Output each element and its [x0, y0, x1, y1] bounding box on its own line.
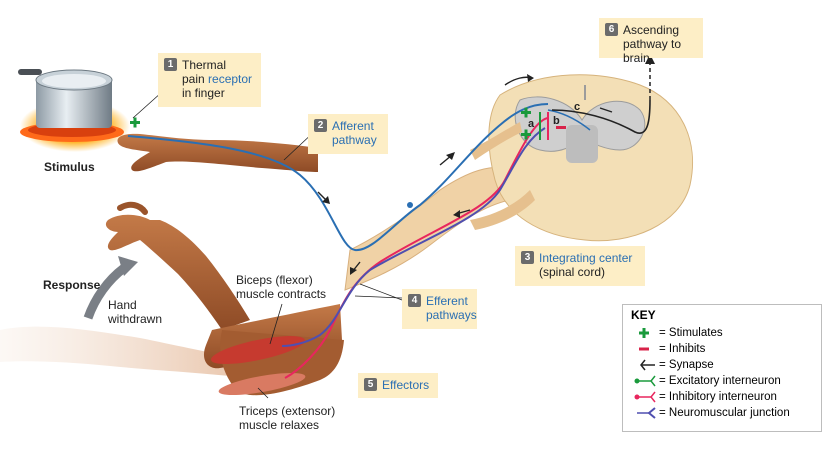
key-legend: KEY = Stimulates = Inhibits = Synapse = …	[622, 304, 822, 432]
pot-icon	[18, 69, 113, 128]
triceps-label: Triceps (extensor) muscle relaxes	[239, 404, 335, 432]
step-1-line1: Thermal	[182, 58, 227, 72]
triceps-line2: muscle relaxes	[239, 418, 320, 432]
key-row-synapse: = Synapse	[633, 357, 714, 373]
step-2-afferent-box: 2 Afferent pathway	[308, 114, 388, 154]
key-label-excitatory: = Excitatory interneuron	[659, 375, 781, 388]
response-arrow-icon	[83, 264, 127, 320]
afferent-pathway-line	[127, 103, 549, 252]
minus-icon	[639, 347, 649, 351]
step-3-line1: Integrating center	[539, 251, 633, 265]
hand-withdrawn-label: Hand withdrawn	[108, 298, 163, 326]
excitatory-interneuron-icon	[634, 375, 656, 387]
biceps-line1: Biceps (flexor)	[236, 273, 313, 287]
inhibitory-interneuron-icon	[634, 391, 656, 403]
step-5-line1: Effectors	[382, 378, 430, 392]
key-label-stimulates: = Stimulates	[659, 327, 723, 340]
touching-arm-shape	[117, 133, 318, 172]
step-number-badge: 1	[164, 58, 177, 71]
plus-icon	[639, 328, 649, 338]
key-row-neuromuscular: = Neuromuscular junction	[633, 405, 790, 421]
step-number-badge: 5	[364, 378, 377, 391]
stimulus-label: Stimulus	[44, 160, 95, 174]
neuromuscular-junction-icon	[637, 407, 656, 419]
key-row-inhibits: = Inhibits	[633, 341, 705, 357]
synapse-icon	[640, 359, 655, 371]
step-3-integrating-center-box: 3 Integrating center (spinal cord)	[515, 246, 645, 286]
step-number-badge: 4	[408, 294, 421, 307]
direction-arrows	[317, 74, 613, 275]
step-2-line2: pathway	[332, 133, 377, 147]
step-2-line1: Afferent	[332, 119, 374, 133]
step-6-ascending-box: 6 Ascending pathway to brain	[599, 18, 703, 65]
key-label-neuromuscular: = Neuromuscular junction	[659, 407, 790, 420]
step-1-thermal-receptor-box: 1 Thermal pain receptor in finger	[158, 53, 261, 107]
efferent-purple-line	[281, 127, 546, 347]
step-4-efferent-box: 4 Efferent pathways	[402, 289, 477, 329]
response-label: Response	[43, 278, 101, 292]
efferent-pink-line	[284, 117, 549, 379]
key-row-stimulates: = Stimulates	[633, 325, 723, 341]
step-1-receptor-word: receptor	[208, 72, 253, 86]
step-3-line2: (spinal cord)	[539, 265, 606, 279]
key-row-excitatory: = Excitatory interneuron	[633, 373, 781, 389]
pathway-letter-a: a	[528, 118, 535, 130]
step-5-effectors-box: 5 Effectors	[358, 373, 438, 398]
biceps-line2: muscle contracts	[236, 287, 327, 301]
ascending-pathway-line	[551, 99, 651, 134]
triceps-muscle	[218, 373, 306, 395]
faded-arm-shape	[0, 326, 230, 376]
biceps-label: Biceps (flexor) muscle contracts	[236, 273, 326, 301]
key-row-inhibitory: = Inhibitory interneuron	[633, 389, 777, 405]
step-1-line2: pain	[182, 72, 209, 86]
stimulates-marker-icon	[130, 107, 531, 140]
pathway-letter-c: c	[574, 101, 581, 113]
biceps-muscle	[211, 336, 305, 364]
key-label-inhibitory: = Inhibitory interneuron	[659, 391, 777, 404]
step-4-line1: Efferent	[426, 294, 468, 308]
step-6-line1: Ascending	[623, 23, 680, 37]
step-1-line3: in finger	[182, 86, 225, 100]
key-title: KEY	[631, 308, 656, 322]
step-4-line2: pathways	[426, 308, 477, 322]
step-number-badge: 3	[521, 251, 534, 264]
key-label-synapse: = Synapse	[659, 359, 714, 372]
pathway-letter-b: b	[553, 115, 560, 127]
step-6-line2: pathway to brain	[623, 37, 682, 65]
triceps-line1: Triceps (extensor)	[239, 404, 336, 418]
key-label-inhibits: = Inhibits	[659, 343, 706, 356]
step-number-badge: 2	[314, 119, 327, 132]
step-number-badge: 6	[605, 23, 618, 36]
inhibits-marker-icon	[556, 126, 566, 129]
nerve-bundle	[344, 166, 511, 291]
